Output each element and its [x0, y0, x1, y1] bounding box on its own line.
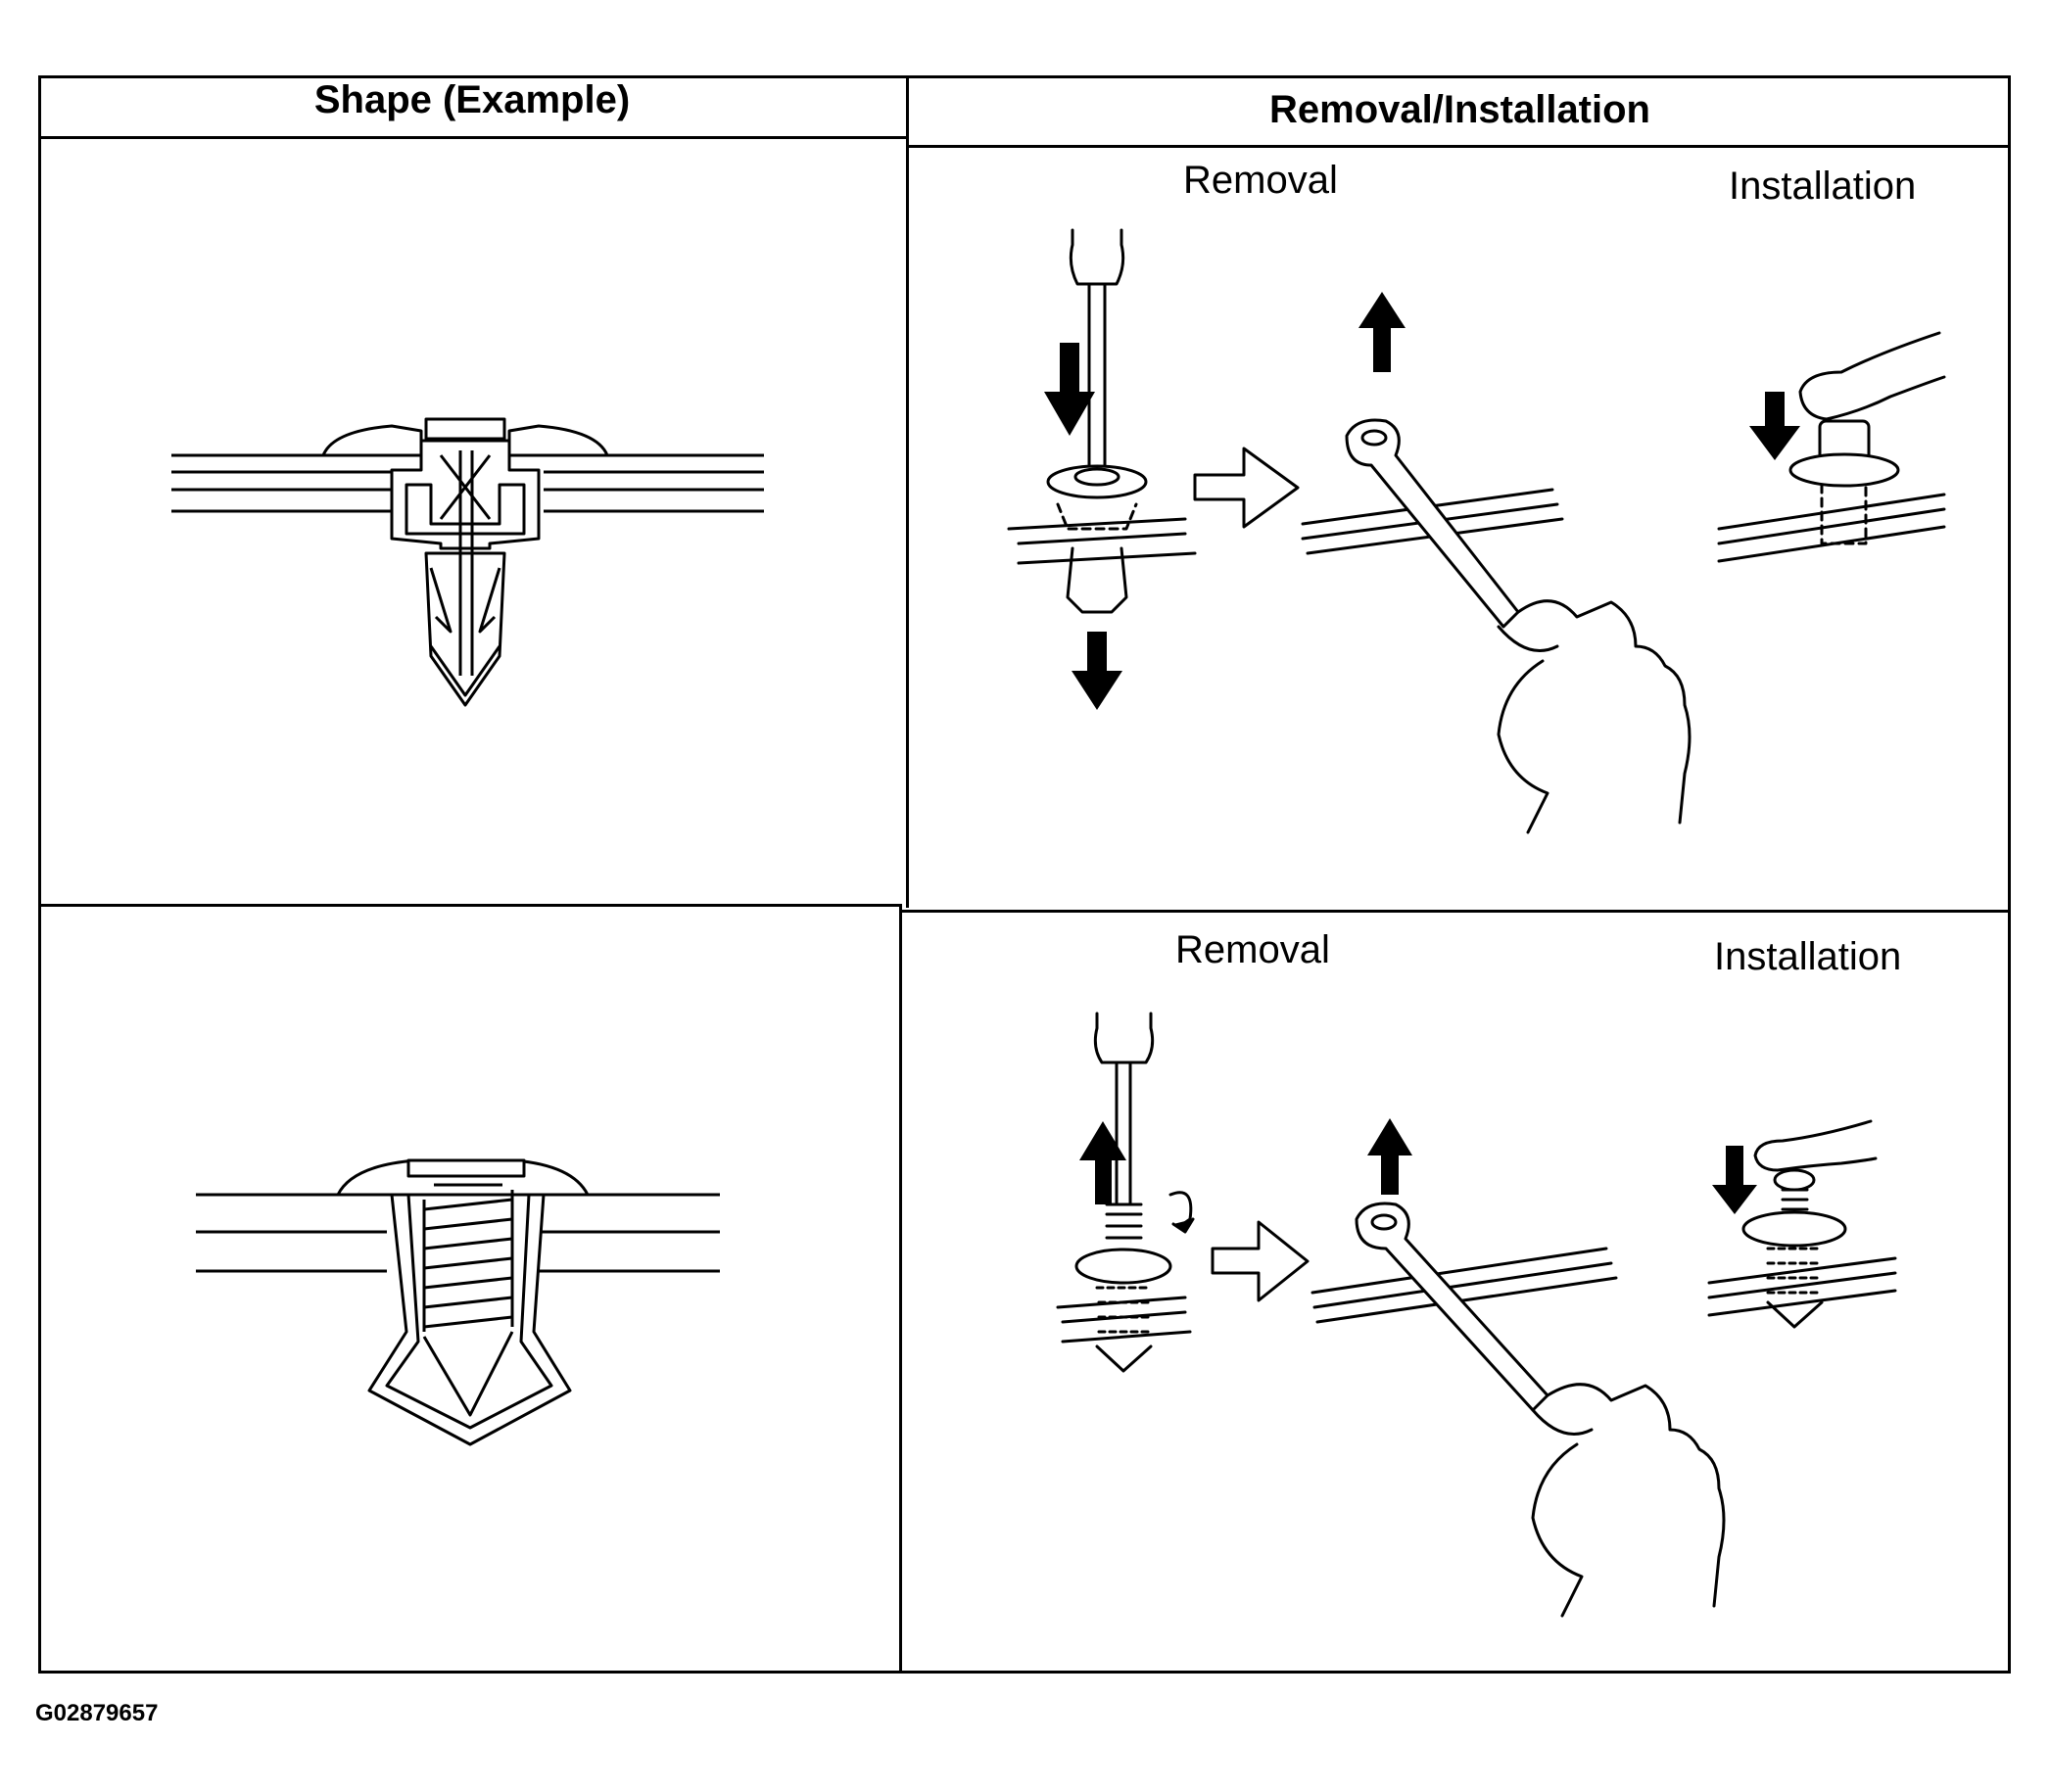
- finger-icon: [1753, 1119, 1878, 1172]
- column-divider-top: [906, 75, 909, 908]
- row2-removal-diagram: [1056, 1012, 1726, 1618]
- screwdriver-icon: [1069, 228, 1125, 472]
- clip-table: [38, 75, 2011, 1674]
- hand-icon: [1531, 1383, 1726, 1618]
- figure-code: G02879657: [35, 1700, 159, 1726]
- clip-remover-tool-icon: [1355, 1202, 1549, 1412]
- arrow-icon: [1044, 292, 1406, 710]
- header-divider-right: [906, 145, 2011, 148]
- arrow-icon: [1712, 1146, 1757, 1214]
- clip-remover-tool-icon: [1345, 418, 1520, 629]
- screw-clip-icon: [1074, 1203, 1172, 1373]
- row1-removal-diagram: [1007, 228, 1692, 834]
- screw-clip-shape-icon: [196, 1158, 720, 1446]
- row-divider-left: [38, 904, 902, 907]
- row1-installation-diagram: [1717, 331, 1946, 563]
- row2-removal-label: Removal: [1175, 928, 1330, 971]
- arrow-icon: [1749, 392, 1800, 460]
- header-divider-left: [38, 136, 908, 139]
- header-shape: Shape (Example): [313, 78, 631, 121]
- header-removal-installation: Removal/Installation: [1269, 88, 1650, 131]
- row1-removal-label: Removal: [1183, 159, 1338, 202]
- row1-installation-label: Installation: [1729, 165, 1917, 208]
- hand-icon: [1497, 599, 1692, 834]
- arrow-icon: [1079, 1118, 1412, 1204]
- row2-installation-diagram: [1707, 1119, 1897, 1329]
- screwdriver-icon: [1093, 1012, 1155, 1206]
- column-divider-bottom: [899, 906, 902, 1674]
- row-divider-right: [899, 910, 2011, 913]
- finger-icon: [1798, 331, 1946, 421]
- clip-shape-icon: [171, 417, 764, 707]
- row2-installation-label: Installation: [1714, 935, 1902, 978]
